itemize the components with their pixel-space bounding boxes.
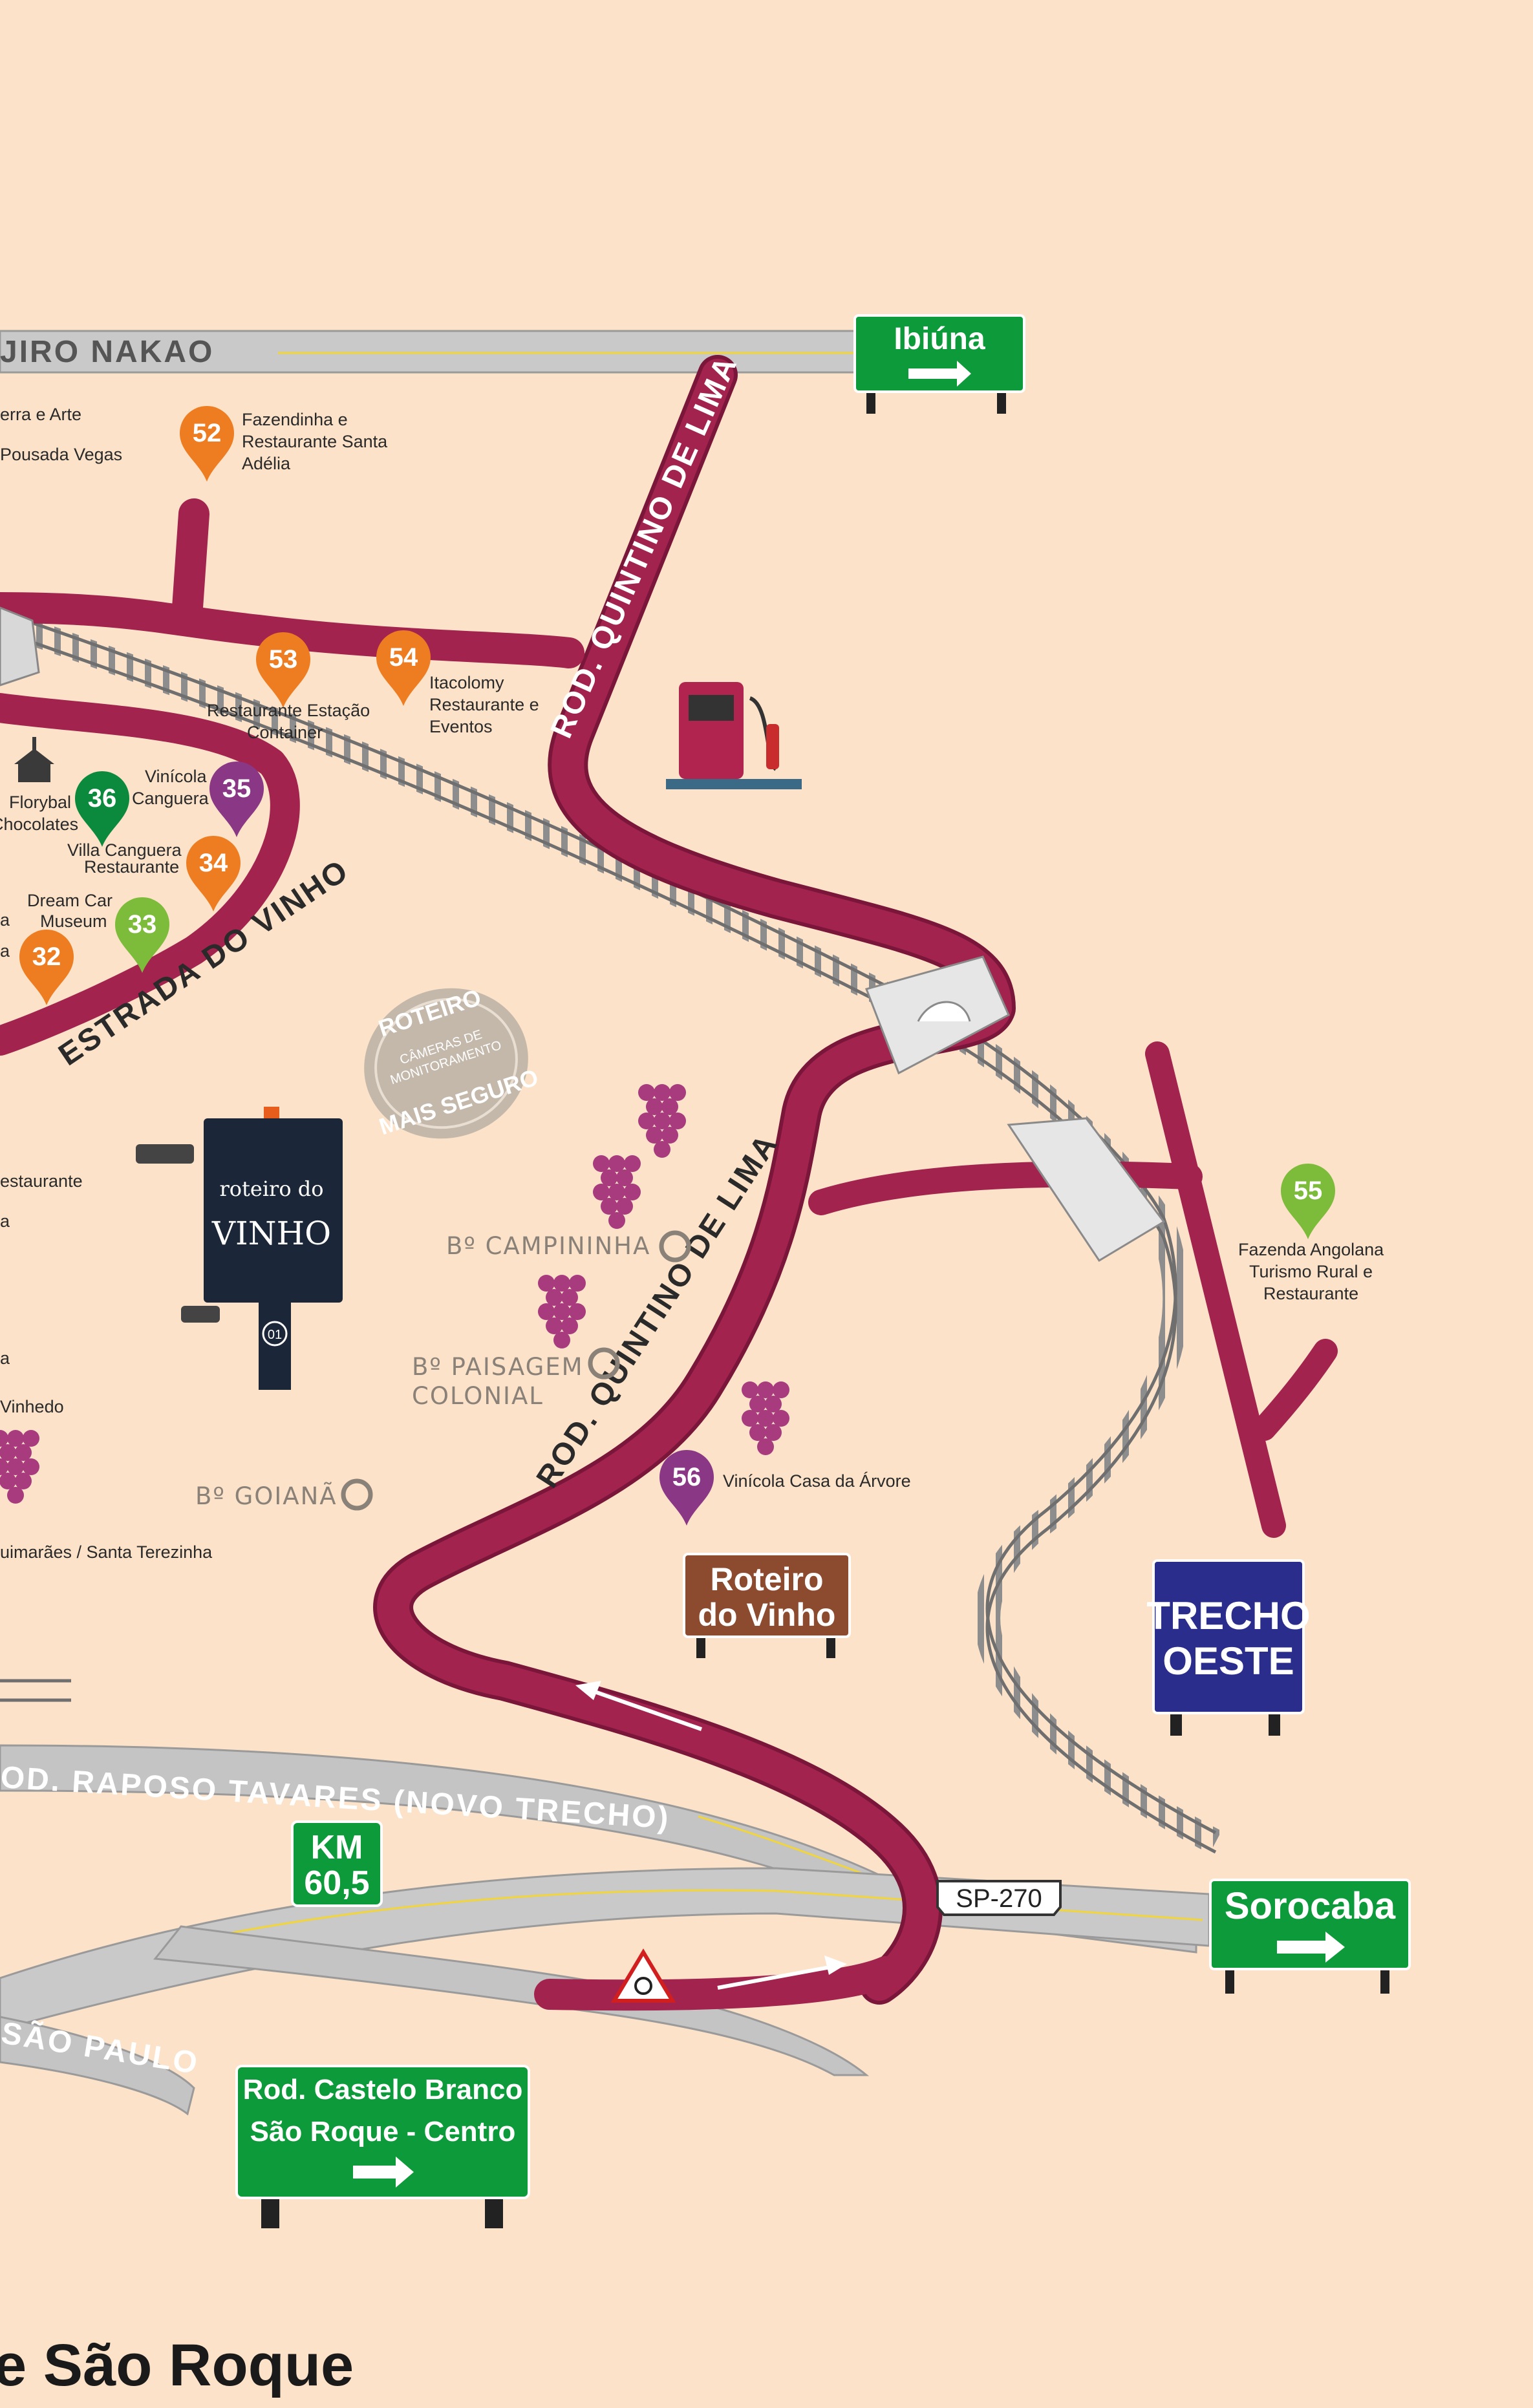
arrow-right-icon <box>1277 1932 1345 1963</box>
ibiuna-sign-text: Ibiúna <box>894 322 985 356</box>
bridge-right-icon <box>1007 1117 1166 1263</box>
poi-35-label-2: Canguera <box>132 789 209 808</box>
poi-54-number: 54 <box>389 643 418 672</box>
poi-34-label-1: Villa Canguera <box>67 840 182 860</box>
poi-55-number: 55 <box>1294 1177 1323 1205</box>
trecho-line2: OESTE <box>1163 1639 1294 1683</box>
poi-52-number: 52 <box>193 419 222 447</box>
poi-54-label-2: Restaurante e <box>429 695 539 714</box>
roteiro-vinho-totem: roteiro do VINHO 01 <box>136 1107 343 1390</box>
wine-route-roads <box>0 355 1338 2011</box>
bairro-goiana-marker <box>341 1478 373 1511</box>
footer-title: e São Roque <box>0 2332 354 2398</box>
sorocaba-sign: Sorocaba <box>1209 1879 1411 1994</box>
poi-34-label-2: Restaurante <box>84 857 179 877</box>
km-marker-sign: KM 60,5 <box>291 1820 383 1907</box>
castelo-branco-sign: Rod. Castelo Branco São Roque - Centro <box>235 2065 530 2228</box>
edge-label-restaurante: estaurante <box>0 1171 83 1191</box>
poi-52[interactable]: 52 <box>180 406 234 482</box>
totem-line1: roteiro do <box>219 1177 323 1201</box>
poi-34-number: 34 <box>199 849 228 877</box>
poi-33-number: 33 <box>128 910 157 939</box>
km-line1: KM <box>311 1829 363 1866</box>
roteiro-do-vinho-sign: Roteiro do Vinho <box>683 1553 851 1658</box>
sao-paulo-road <box>0 2016 195 2116</box>
bairro-campininha: Bº CAMPININHA <box>446 1232 650 1260</box>
direction-arrow-upper <box>575 1681 702 1731</box>
bairro-paisagem-line2: COLONIAL <box>412 1382 544 1410</box>
poi-56-number: 56 <box>672 1463 702 1491</box>
totem-line2: VINHO <box>211 1215 331 1252</box>
trecho-line1: TRECHO <box>1146 1594 1310 1637</box>
bairro-paisagem-marker <box>588 1347 620 1380</box>
poi-35-number: 35 <box>222 774 252 803</box>
poi-32-number: 32 <box>32 943 61 971</box>
edge-label-vinhedo: Vinhedo <box>0 1397 64 1416</box>
roteiro-sign-line1: Roteiro <box>711 1561 824 1597</box>
poi-56-label-1: Vinícola Casa da Árvore <box>723 1471 911 1491</box>
sorocaba-sign-text: Sorocaba <box>1225 1885 1396 1927</box>
poi-54-label-3: Eventos <box>429 717 493 736</box>
poi-36-label-1: Florybal <box>9 793 71 812</box>
edge-label-a1: a <box>0 910 10 930</box>
castelo-line1: Rod. Castelo Branco <box>243 2074 523 2105</box>
poi-55-label-1: Fazenda Angolana <box>1238 1240 1384 1259</box>
edge-label-guimaraes: uimarães / Santa Terezinha <box>0 1542 213 1562</box>
sp270-lane-line <box>213 1889 1203 1937</box>
roteiro-sign-line2: do Vinho <box>698 1597 836 1633</box>
edge-label-pousada: Pousada Vegas <box>0 445 122 464</box>
km-line2: 60,5 <box>304 1864 369 1902</box>
poi-33[interactable]: 33 <box>115 897 169 973</box>
arrow-right-icon <box>908 361 971 387</box>
poi-53-number: 53 <box>269 645 298 674</box>
poi-53[interactable]: 53 <box>256 632 310 708</box>
ibiuna-sign: Ibiúna <box>853 314 1025 414</box>
poi-33-label-2: Museum <box>40 911 107 931</box>
top-road-name: JIRO NAKAO <box>0 335 214 369</box>
poi-32[interactable]: 32 <box>19 930 74 1005</box>
sp270-text: SP-270 <box>956 1884 1042 1913</box>
poi-54-label-1: Itacolomy <box>429 673 504 692</box>
poi-55[interactable]: 55 <box>1281 1164 1335 1239</box>
edge-label-a3: a <box>0 1211 10 1231</box>
edge-label-a4: a <box>0 1348 10 1368</box>
poi-52-label-1: Fazendinha e <box>242 410 348 429</box>
totem-number: 01 <box>268 1328 282 1342</box>
poi-54[interactable]: 54 <box>376 630 431 706</box>
edge-label-terra-arte: erra e Arte <box>0 405 81 424</box>
poi-53-label-2: Container <box>247 723 323 742</box>
bairro-paisagem-line1: Bº PAISAGEM <box>412 1353 584 1381</box>
sp270-shield: SP-270 <box>936 1880 1062 1916</box>
poi-55-label-3: Restaurante <box>1263 1284 1358 1303</box>
poi-52-label-2: Restaurante Santa <box>242 432 388 451</box>
bairro-goiana: Bº GOIANÃ <box>195 1482 338 1510</box>
bridge-left-icon <box>0 606 40 687</box>
poi-35-label-1: Vinícola <box>145 767 208 786</box>
poi-56[interactable]: 56 <box>659 1450 714 1526</box>
poi-34[interactable]: 34 <box>186 836 241 911</box>
chapel-icon <box>14 737 54 782</box>
castelo-line2: São Roque - Centro <box>250 2116 516 2147</box>
poi-36-label-2: Chocolates <box>0 815 78 834</box>
poi-55-label-2: Turismo Rural e <box>1249 1262 1373 1281</box>
poi-33-label-1: Dream Car <box>27 891 113 910</box>
poi-35[interactable]: 35 <box>209 762 264 837</box>
arrow-right-icon <box>353 2157 414 2188</box>
fuel-station-icon <box>666 682 802 789</box>
bridge-center-icon <box>865 955 1010 1075</box>
poi-52-label-3: Adélia <box>242 454 291 473</box>
poi-36-number: 36 <box>88 784 117 813</box>
trecho-oeste-sign: TRECHO OESTE <box>1146 1559 1311 1736</box>
poi-36[interactable]: 36 <box>75 771 129 847</box>
bairro-campininha-marker <box>659 1230 691 1263</box>
direction-arrow-lower <box>717 1955 847 1990</box>
edge-label-a2: a <box>0 941 10 961</box>
poi-53-label-1: Restaurante Estação <box>207 701 370 720</box>
sao-paulo-ramp <box>153 1925 870 2076</box>
roundabout-warning-icon <box>610 1948 676 2003</box>
